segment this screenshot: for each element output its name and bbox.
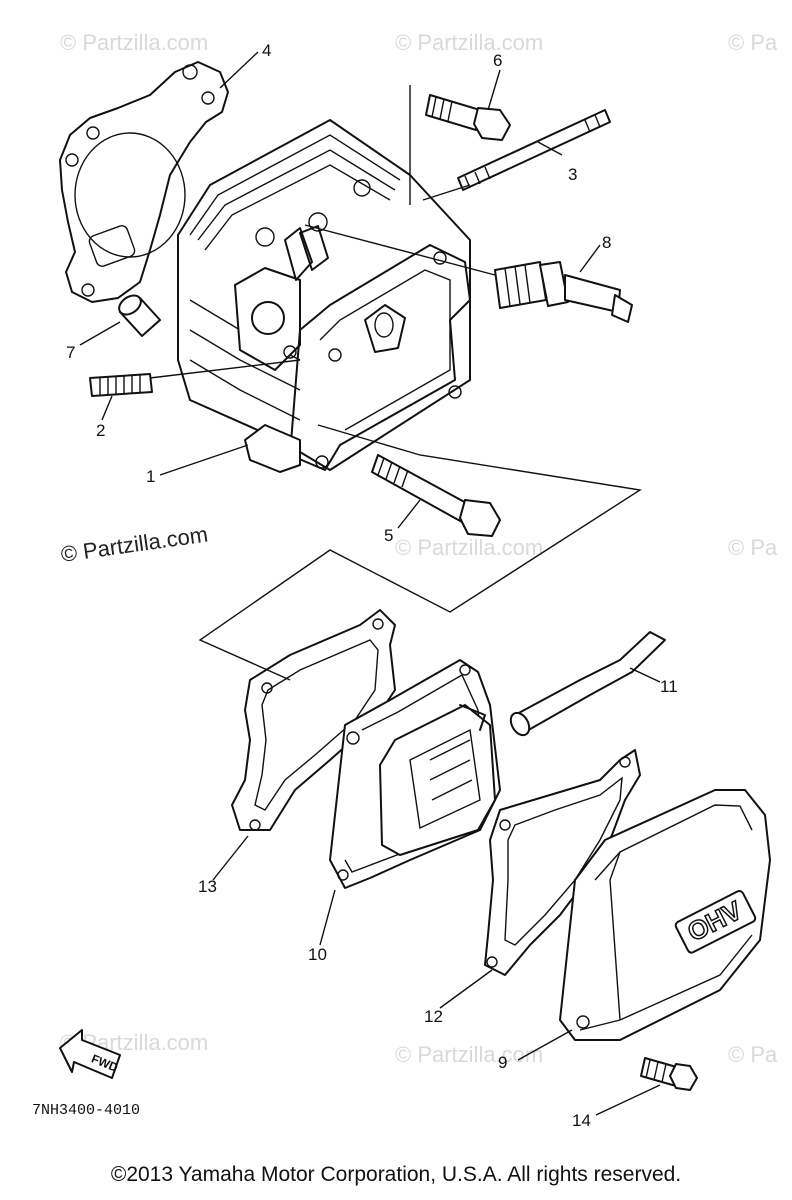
forward-arrow: FWD <box>59 1029 121 1079</box>
callout-10: 10 <box>308 945 327 964</box>
callout-12: 12 <box>424 1007 443 1026</box>
watermark: © Partzilla.com <box>395 30 543 55</box>
diagram-code: 7NH3400-4010 <box>32 1102 140 1119</box>
dowel-pin <box>118 294 161 337</box>
breather-plate <box>329 659 501 889</box>
watermark: © Partzilla.com <box>395 535 543 560</box>
reference-lines <box>149 85 642 681</box>
cylinder-head <box>177 119 471 473</box>
spark-plug <box>494 261 633 323</box>
callout-14: 14 <box>572 1111 591 1130</box>
watermark: © Pa <box>728 535 778 560</box>
callout-7: 7 <box>66 343 75 362</box>
leader-lines <box>79 51 661 1116</box>
callout-4: 4 <box>262 41 271 60</box>
head-gasket <box>59 61 229 303</box>
callout-5: 5 <box>384 526 393 545</box>
watermarks: © Partzilla.com © Partzilla.com © Pa © P… <box>60 30 778 1067</box>
callout-1: 1 <box>146 467 155 486</box>
bolt-upper <box>425 94 511 141</box>
copyright-notice: ©2013 Yamaha Motor Corporation, U.S.A. A… <box>110 1163 682 1186</box>
bolt-lower <box>371 454 501 537</box>
valve-cover: OHV <box>559 789 771 1041</box>
breather-hose <box>509 631 666 737</box>
callout-9: 9 <box>498 1053 507 1072</box>
watermark: © Partzilla.com <box>60 30 208 55</box>
callout-3: 3 <box>568 165 577 184</box>
callout-6: 6 <box>493 51 502 70</box>
rocker-cover-gasket <box>231 609 396 831</box>
callouts: 4 6 3 8 7 2 1 5 11 13 10 12 9 14 <box>66 41 678 1130</box>
watermark: © Pa <box>728 30 778 55</box>
watermark: © Partzilla.com <box>395 1042 543 1067</box>
watermark-main: © Partzilla.com <box>59 522 209 567</box>
callout-8: 8 <box>602 233 611 252</box>
callout-11: 11 <box>660 677 678 696</box>
stud-bolt-long <box>457 109 611 191</box>
cover-bolt <box>640 1057 698 1091</box>
watermark: © Pa <box>728 1042 778 1067</box>
callout-2: 2 <box>96 421 105 440</box>
stud-bolt-short <box>89 373 153 397</box>
callout-13: 13 <box>198 877 217 896</box>
